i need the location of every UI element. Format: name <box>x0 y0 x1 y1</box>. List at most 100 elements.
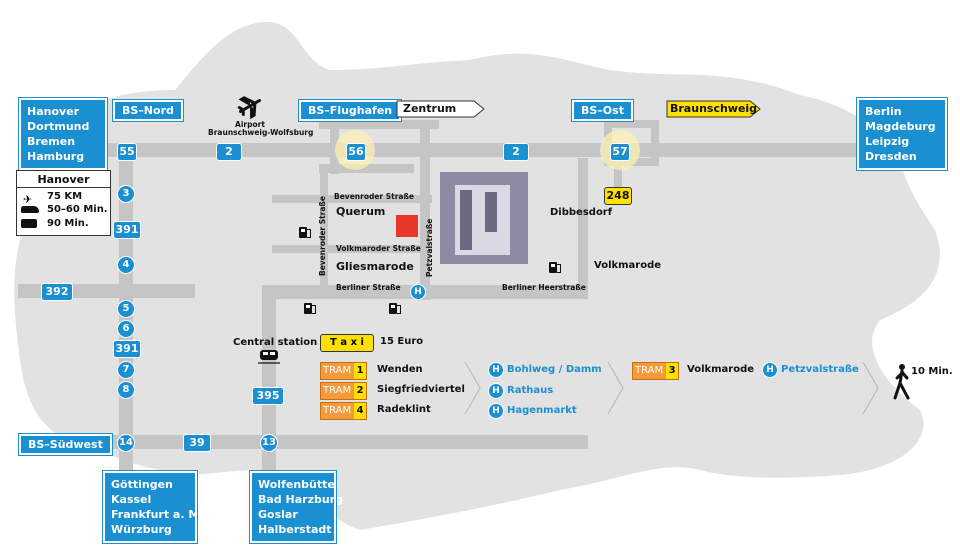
route-6: 6 <box>117 320 135 338</box>
route-2-right: 2 <box>503 143 529 161</box>
walking-person-icon <box>893 364 910 400</box>
route-392: 392 <box>41 283 73 301</box>
airplane-icon <box>237 96 262 120</box>
tram-number: 1 <box>354 363 367 379</box>
train-small-icon <box>21 219 37 228</box>
stop-petzvalstrasse: Petzvalstraße <box>781 364 859 375</box>
walk-time: 10 Min. <box>911 366 953 377</box>
car-icon <box>21 206 39 213</box>
zentrum-sign: Zentrum <box>396 100 486 118</box>
plane-icon: ✈ <box>23 193 33 206</box>
dest-label: Goslar <box>258 508 298 521</box>
route-57: 57 <box>610 143 630 161</box>
route-14: 14 <box>117 434 135 452</box>
dest-label: Hanover <box>27 105 80 118</box>
tram-3-dest: Volkmarode <box>687 364 755 375</box>
destination-marker <box>396 215 418 237</box>
route-13: 13 <box>260 434 278 452</box>
airport-label: Airport <box>235 120 265 129</box>
hanover-legend: Hanover ✈ 75 KM 50–60 Min. 90 Min. <box>16 170 111 236</box>
gas-station-icon <box>299 227 311 238</box>
street-berliner-heer: Berliner Heerstraße <box>502 283 586 292</box>
dest-label: Frankfurt a. M. <box>111 508 204 521</box>
tram-2-dest: Siegfriedviertel <box>377 384 465 395</box>
stop-hagenmarkt: Hagenmarkt <box>507 405 577 416</box>
route-56: 56 <box>346 143 366 161</box>
stop-rathaus: Rathaus <box>507 385 554 396</box>
dest-label: Magdeburg <box>865 120 936 133</box>
route-8: 8 <box>117 381 135 399</box>
train-icon <box>258 350 280 364</box>
tram-number: 2 <box>354 383 367 399</box>
route-391-bottom: 391 <box>113 340 141 358</box>
street-berliner: Berliner Straße <box>336 283 401 292</box>
place-volkmarode: Volkmarode <box>594 260 662 271</box>
dest-label: Bad Harzburg <box>258 493 343 506</box>
tram-word: TRAM <box>323 365 352 376</box>
airport-sublabel: Braunschweig-Wolfsburg <box>208 128 314 137</box>
zentrum-label: Zentrum <box>403 102 457 115</box>
tram-word: TRAM <box>635 365 664 376</box>
gas-station-icon <box>389 303 401 314</box>
tram-word: TRAM <box>323 405 352 416</box>
road-network <box>18 120 915 475</box>
route-5: 5 <box>117 300 135 318</box>
stop-icon: H <box>762 362 778 378</box>
tram-4-dest: Radeklint <box>377 404 431 415</box>
street-petzval: Petzvalstraße <box>425 218 434 277</box>
dest-label: Wolfenbüttel <box>258 478 339 491</box>
dest-label: Göttingen <box>111 478 173 491</box>
exit-bs-flughafen: BS–Flughafen <box>297 99 403 122</box>
legend-car-value: 50–60 Min. <box>47 204 108 215</box>
legend-divider <box>17 187 110 188</box>
street-bevenroder: Bevenroder Straße <box>334 192 414 201</box>
place-gliesmarode: Gliesmarode <box>336 260 414 273</box>
route-4: 4 <box>117 256 135 274</box>
stop-icon: H <box>488 362 504 378</box>
route-395: 395 <box>252 387 284 405</box>
dest-label: Kassel <box>111 493 152 506</box>
dest-label: Halberstadt <box>258 523 332 536</box>
braunschweig-sign: Braunschweig <box>666 100 762 118</box>
dest-label: Leipzig <box>865 135 910 148</box>
exit-bs-nord: BS–Nord <box>112 99 184 122</box>
bottom-left-destinations: Göttingen Kassel Frankfurt a. M. Würzbur… <box>102 470 204 544</box>
route-55: 55 <box>117 143 137 161</box>
exit-bs-ost: BS–Ost <box>571 99 634 122</box>
stop-bohlweg: Bohlweg / Damm <box>507 364 602 375</box>
street-volkmaroder: Volkmaroder Straße <box>336 244 421 253</box>
taxi-badge: T a x i <box>320 334 374 352</box>
place-dibbesdorf: Dibbesdorf <box>550 207 613 218</box>
stop-icon: H <box>488 383 504 399</box>
right-destinations: Berlin Magdeburg Leipzig Dresden <box>856 97 948 171</box>
route-39: 39 <box>183 434 211 452</box>
legend-plane-value: 75 KM <box>47 191 83 202</box>
street-bevenroder-vertical: Bevenroder Straße <box>318 196 327 276</box>
braunschweig-label: Braunschweig <box>670 102 758 115</box>
land-area <box>14 21 940 530</box>
dest-label: Dresden <box>865 150 917 163</box>
tram-1-dest: Wenden <box>377 364 423 375</box>
central-station-label: Central station <box>233 337 318 348</box>
place-querum: Querum <box>336 205 386 218</box>
exit-bs-suedwest: BS–Südwest <box>18 433 113 456</box>
legend-title: Hanover <box>37 173 90 186</box>
gas-station-icon <box>549 262 561 273</box>
stop-icon: H <box>488 403 504 419</box>
route-2-left: 2 <box>216 143 242 161</box>
bus-stop-icon: H <box>410 284 426 300</box>
tram-number: 4 <box>354 403 367 419</box>
tram-number: 3 <box>666 363 679 379</box>
route-3: 3 <box>117 185 135 203</box>
gas-station-icon <box>304 303 316 314</box>
route-7: 7 <box>117 361 135 379</box>
chevron-1 <box>464 361 481 415</box>
dest-label: Dortmund <box>27 120 90 133</box>
bottom-mid-destinations: Wolfenbüttel Bad Harzburg Goslar Halbers… <box>249 470 343 544</box>
